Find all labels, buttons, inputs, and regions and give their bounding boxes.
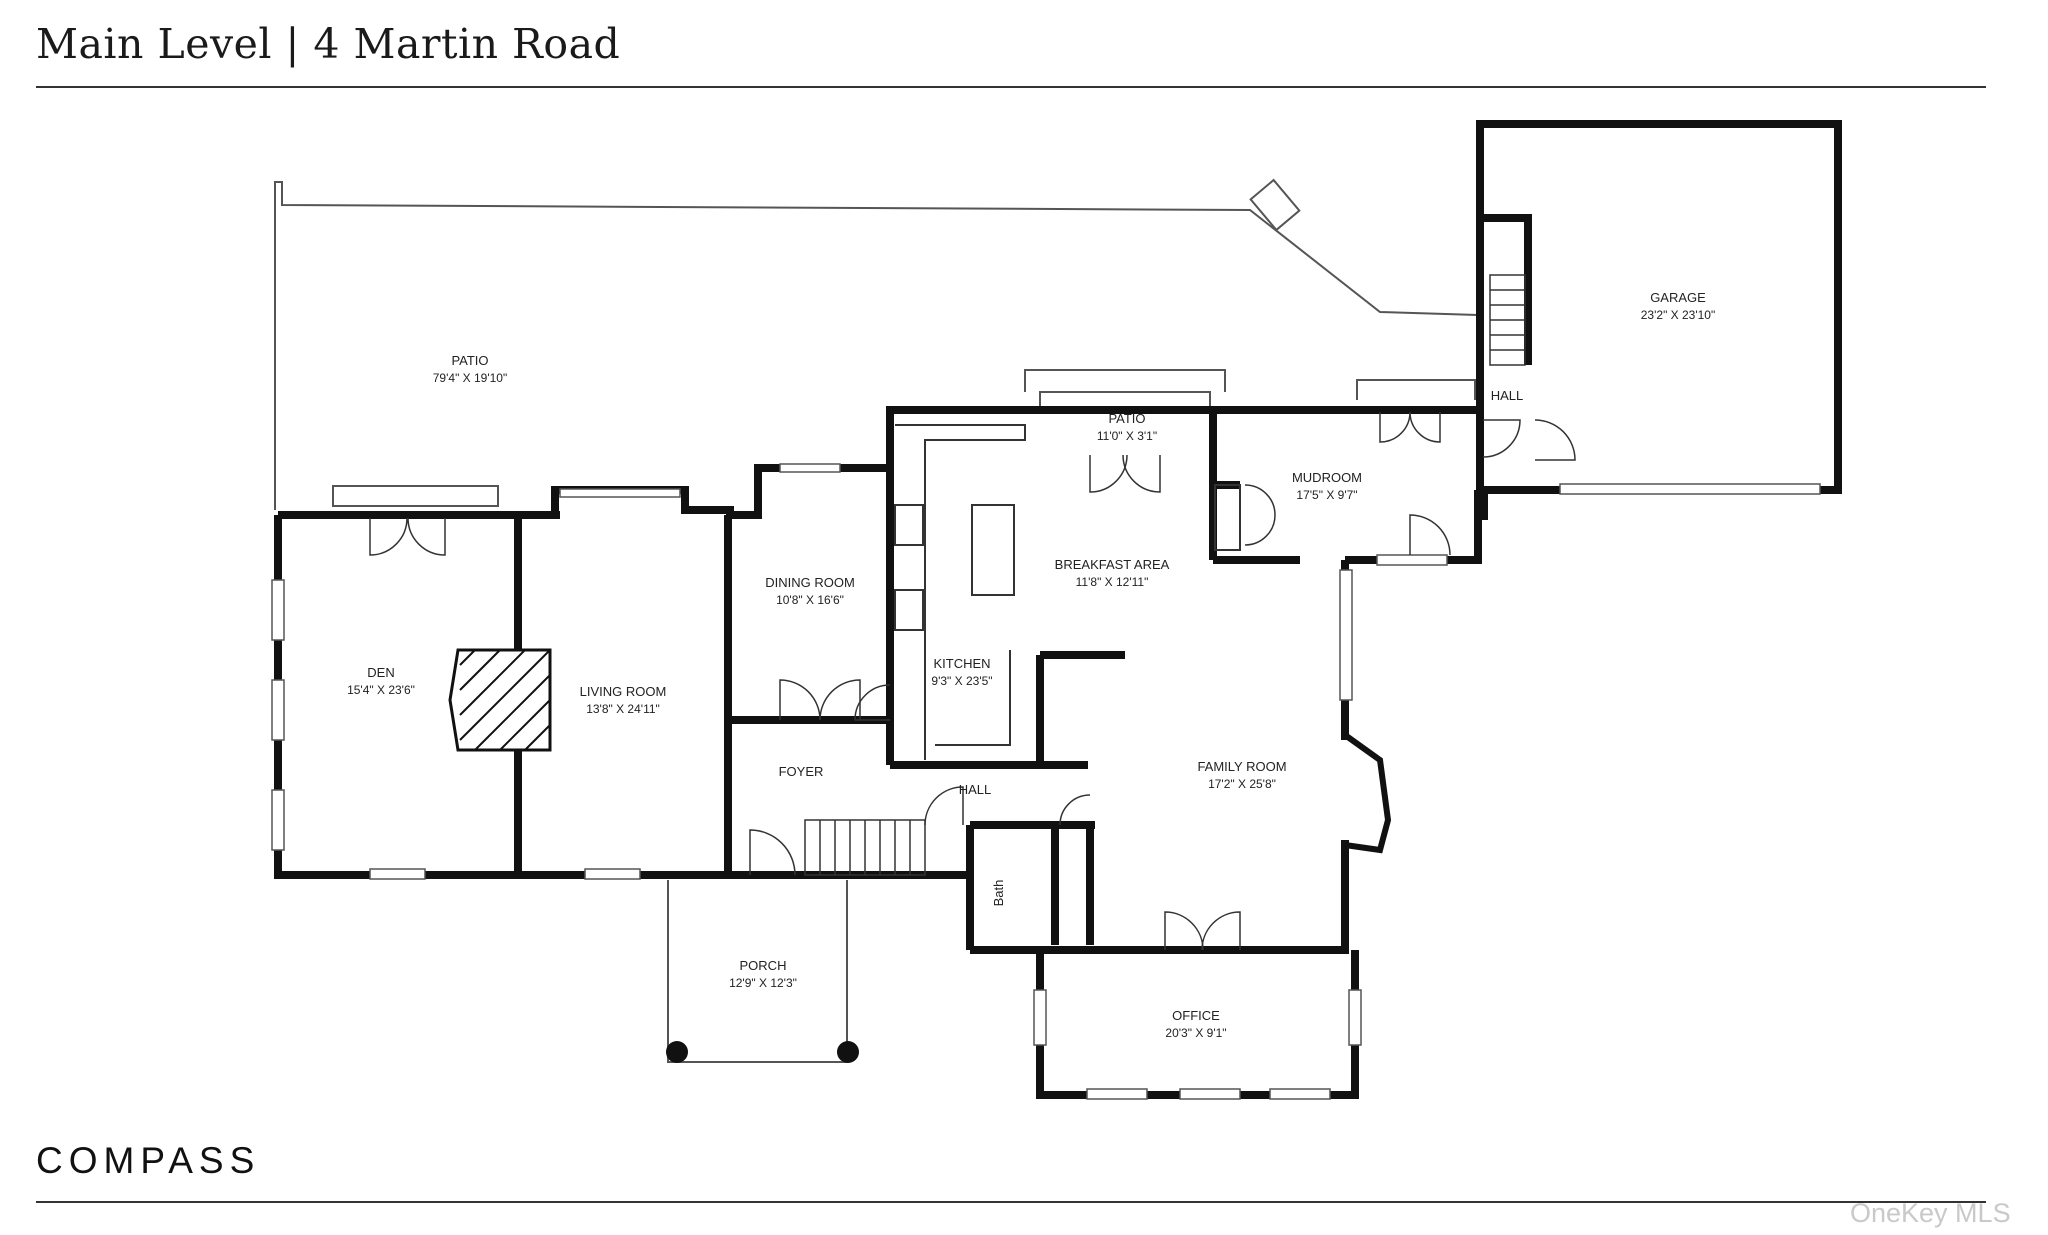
room-dims-patio-small: 11'0" X 3'1" [1097, 429, 1157, 443]
room-name-living: LIVING ROOM [580, 684, 667, 699]
room-dims-living: 13'8" X 24'11" [586, 702, 660, 716]
porch-post [837, 1041, 859, 1063]
walls [274, 120, 1842, 1099]
room-name-foyer: FOYER [779, 764, 824, 779]
room-name-dining: DINING ROOM [765, 575, 855, 590]
room-dims-kitchen: 9'3" X 23'5" [931, 674, 992, 688]
room-name-bath: Bath [991, 880, 1006, 907]
room-dims-patio: 79'4" X 19'10" [433, 371, 508, 385]
brand-logo: COMPASS [36, 1140, 261, 1181]
porch-outline [666, 880, 859, 1063]
room-dims-family: 17'2" X 25'8" [1208, 777, 1276, 791]
room-name-breakfast: BREAKFAST AREA [1055, 557, 1170, 572]
room-name-kitchen: KITCHEN [933, 656, 990, 671]
room-name-mudroom: MUDROOM [1292, 470, 1362, 485]
fireplace [448, 648, 552, 752]
title-divider [36, 86, 1986, 88]
room-name-hall-main: HALL [959, 782, 992, 797]
room-name-patio: PATIO [451, 353, 488, 368]
room-dims-den: 15'4" X 23'6" [347, 683, 415, 697]
footer-divider [36, 1201, 1986, 1203]
room-name-patio-small: PATIO [1108, 411, 1145, 426]
room-dims-garage: 23'2" X 23'10" [1641, 308, 1716, 322]
windows [271, 463, 1821, 1100]
room-name-office: OFFICE [1172, 1008, 1220, 1023]
stairs [804, 274, 1526, 876]
room-dims-mudroom: 17'5" X 9'7" [1296, 488, 1357, 502]
room-dims-dining: 10'8" X 16'6" [776, 593, 844, 607]
room-dims-porch: 12'9" X 12'3" [729, 976, 797, 990]
room-name-den: DEN [367, 665, 394, 680]
patio-outline [274, 178, 1479, 510]
room-name-porch: PORCH [740, 958, 787, 973]
page-title: Main Level | 4 Martin Road [36, 20, 621, 68]
room-name-garage: GARAGE [1650, 290, 1706, 305]
room-name-family: FAMILY ROOM [1197, 759, 1286, 774]
watermark: OneKey MLS [1850, 1198, 2011, 1228]
room-name-hall-garage: HALL [1491, 388, 1524, 403]
room-dims-office: 20'3" X 9'1" [1165, 1026, 1226, 1040]
kitchen-fixtures [894, 424, 1241, 760]
bay-window [1343, 732, 1392, 854]
porch-post [666, 1041, 688, 1063]
room-labels: PATIO 79'4" X 19'10" GARAGE 23'2" X 23'1… [347, 290, 1715, 1040]
door-swings [369, 411, 1576, 951]
room-dims-breakfast: 11'8" X 12'11" [1076, 575, 1149, 589]
